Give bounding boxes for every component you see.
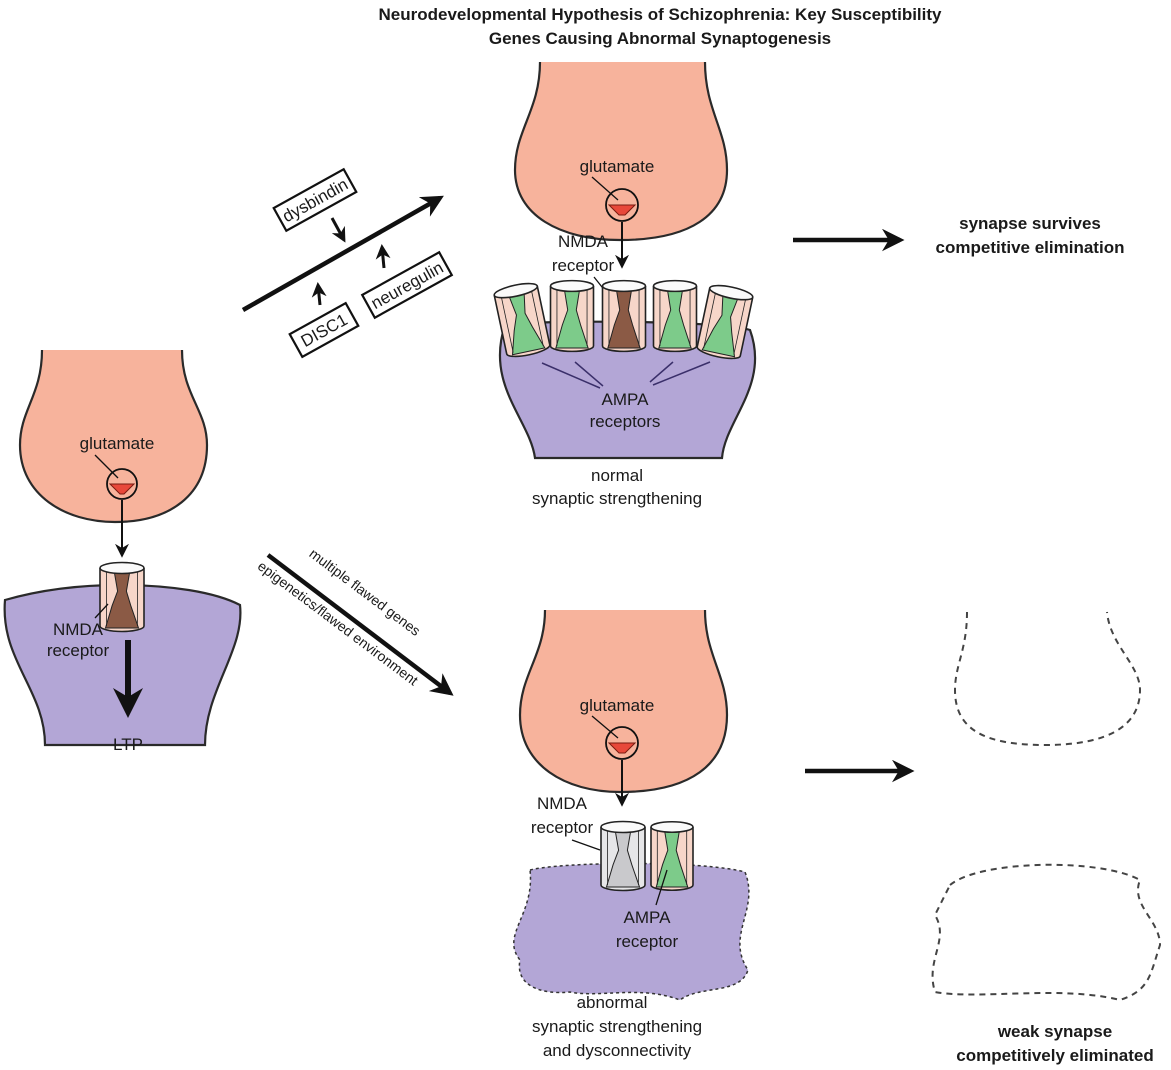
caption-line2: synaptic strengthening [532, 489, 702, 508]
nmda-label-line1: NMDA [53, 620, 104, 639]
ampa-receptor-icon [650, 820, 694, 892]
caption-line2: synaptic strengthening [532, 1017, 702, 1036]
left-presynaptic-terminal [18, 349, 209, 524]
glutamate-molecule-icon [607, 204, 637, 216]
title-line1: Neurodevelopmental Hypothesis of Schizop… [378, 5, 942, 24]
abnormal-nmda-receptor-icon [600, 820, 646, 892]
ampa-label-line2: receptors [590, 412, 661, 431]
glutamate-label: glutamate [80, 434, 155, 453]
ampa-label-line1: AMPA [602, 390, 650, 409]
nmda-receptor-icon [99, 561, 145, 633]
outcome-line1: weak synapse [997, 1022, 1112, 1041]
abnormal-synapse: glutamate NMDA receptor AMPA receptor ab… [513, 609, 1162, 1065]
glutamate-vesicle [605, 726, 639, 760]
abnormal-postsynaptic-terminal [513, 862, 750, 1001]
nmda-receptor-icon [601, 279, 647, 353]
outcome-line1: synapse survives [959, 214, 1101, 233]
normal-synapse: glutamate NMDA receptor AMPA receptors n… [493, 61, 1125, 508]
ltp-label: LTP [113, 735, 143, 754]
flawed-pathway: multiple flawed genes epigenetics/flawed… [255, 545, 454, 696]
flawed-genes-label: multiple flawed genes [306, 545, 423, 639]
title-line2: Genes Causing Abnormal Synaptogenesis [489, 29, 831, 48]
caption-line1: normal [591, 466, 643, 485]
glutamate-molecule-icon [108, 483, 136, 495]
ampa-receptor-icon [696, 284, 754, 360]
glutamate-molecule-icon [607, 742, 637, 754]
ampa-label-line2: receptor [616, 932, 679, 951]
nmda-label-line2: receptor [531, 818, 594, 837]
ampa-receptor-icon [652, 279, 698, 353]
ampa-receptor-icon [493, 282, 551, 358]
nmda-label-line1: NMDA [558, 232, 609, 251]
glutamate-vesicle [106, 468, 138, 500]
nmda-label-line2: receptor [552, 256, 615, 275]
ampa-receptor-icon [549, 279, 595, 353]
glutamate-label: glutamate [580, 696, 655, 715]
caption-line1: abnormal [577, 993, 648, 1012]
nmda-label-line2: receptor [47, 641, 110, 660]
ampa-label-line1: AMPA [624, 908, 672, 927]
left-postsynaptic-terminal [3, 583, 242, 747]
glutamate-vesicle [605, 188, 639, 222]
outcome-line2: competitively eliminated [956, 1046, 1153, 1065]
caption-line3: and dysconnectivity [543, 1041, 692, 1060]
gene-pathway: dysbindin DISC1 neuregulin [241, 167, 454, 359]
glutamate-label: glutamate [580, 157, 655, 176]
normal-presynaptic-terminal [513, 61, 729, 242]
outcome-line2: competitive elimination [936, 238, 1125, 257]
eliminated-presynaptic-outline [953, 611, 1142, 747]
abnormal-presynaptic-terminal [518, 609, 729, 794]
nmda-label-line1: NMDA [537, 794, 588, 813]
eliminated-postsynaptic-outline [931, 863, 1162, 1002]
left-synapse: glutamate NMDA receptor LTP [3, 349, 242, 754]
